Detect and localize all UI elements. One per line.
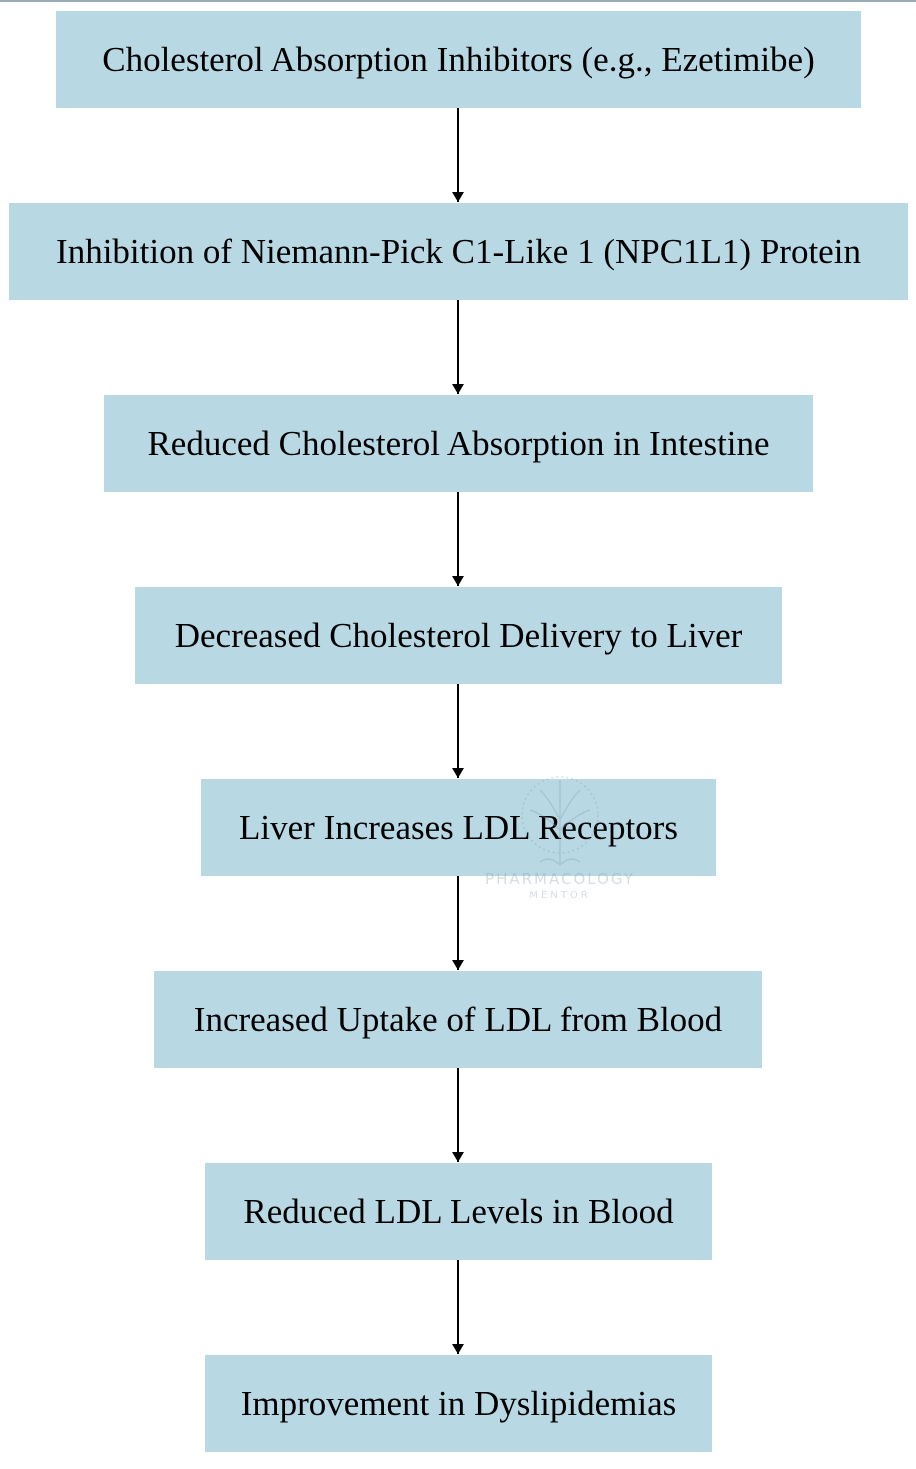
flow-node-reduced-ldl: Reduced LDL Levels in Blood bbox=[205, 1163, 712, 1260]
flow-node-decreased-delivery: Decreased Cholesterol Delivery to Liver bbox=[135, 587, 782, 684]
flow-node-reduced-absorption: Reduced Cholesterol Absorption in Intest… bbox=[104, 395, 813, 492]
watermark-subtitle: MENTOR bbox=[529, 890, 591, 901]
flow-node-ezetimibe: Cholesterol Absorption Inhibitors (e.g.,… bbox=[56, 11, 861, 108]
flow-node-ldl-receptors: Liver Increases LDL Receptors bbox=[201, 779, 716, 876]
flow-node-npc1l1-inhibition: Inhibition of Niemann-Pick C1-Like 1 (NP… bbox=[9, 203, 908, 300]
flow-node-ldl-uptake: Increased Uptake of LDL from Blood bbox=[154, 971, 762, 1068]
top-border bbox=[0, 0, 916, 2]
flow-node-dyslipidemia-improvement: Improvement in Dyslipidemias bbox=[205, 1355, 712, 1452]
